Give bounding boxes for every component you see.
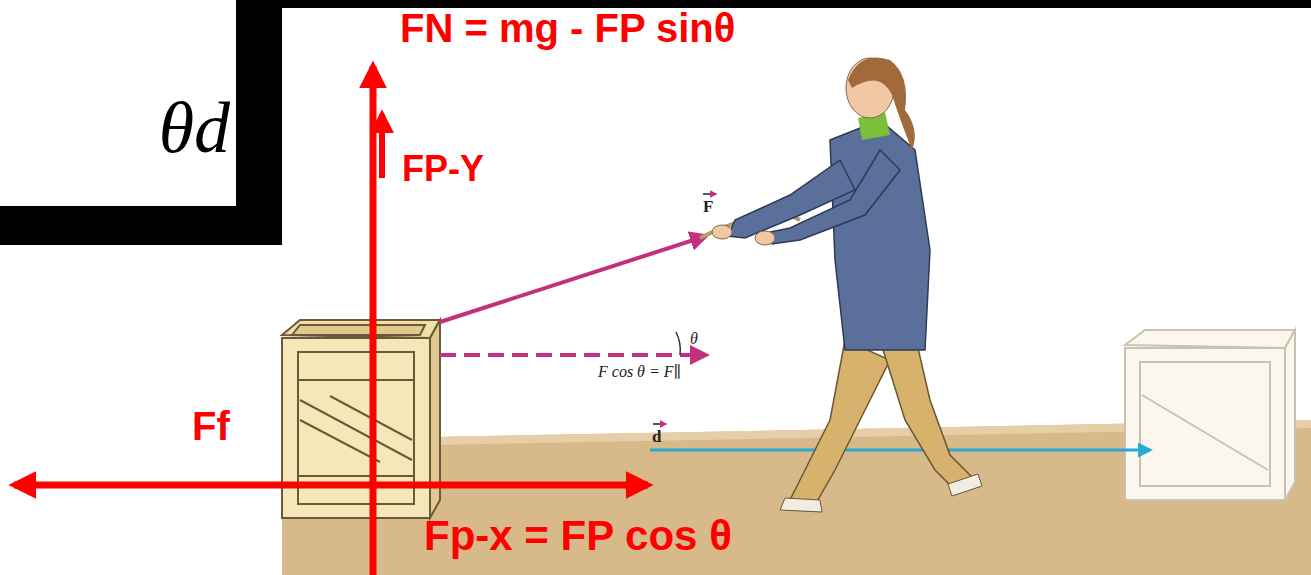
component-arrow xyxy=(440,353,706,357)
displacement-symbol: d xyxy=(652,427,661,447)
ghost-crate xyxy=(1125,330,1295,500)
horizontal-pull-label: Fp-x = FP cos θ xyxy=(424,512,732,560)
component-label: F cos θ = F∥ xyxy=(598,362,681,381)
force-vector xyxy=(440,236,706,322)
black-frame xyxy=(0,0,282,245)
angle-arc xyxy=(676,332,680,355)
vertical-pull-arrow xyxy=(379,114,385,178)
formula-box: θd xyxy=(0,0,236,206)
normal-force-label: FN = mg - FP sinθ xyxy=(400,6,735,51)
friction-label: Ff xyxy=(192,404,230,449)
woman-figure xyxy=(712,58,982,513)
formula-text: θd xyxy=(159,92,230,164)
horizontal-force-arrow xyxy=(14,482,648,489)
normal-force-arrow xyxy=(370,66,377,575)
angle-symbol: θ xyxy=(690,330,698,348)
displacement-arrow xyxy=(650,449,1150,452)
vertical-pull-label: FP-Y xyxy=(402,148,484,190)
force-symbol: F xyxy=(703,197,713,217)
